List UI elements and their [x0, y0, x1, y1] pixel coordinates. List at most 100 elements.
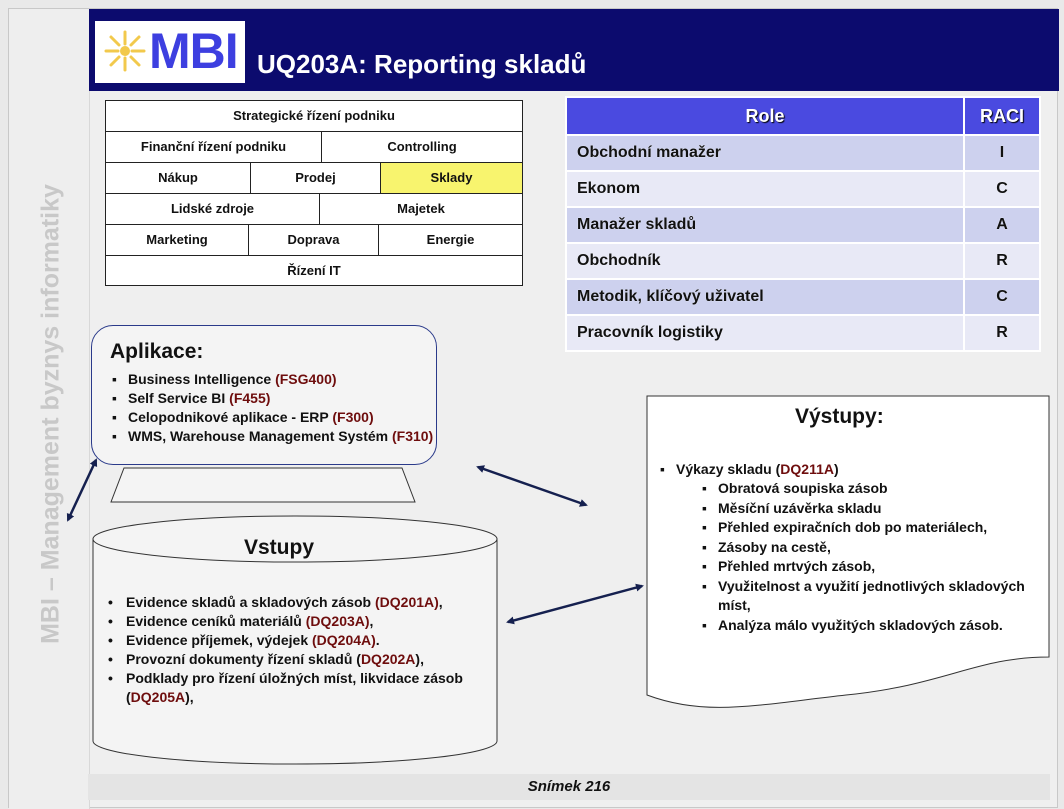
- grid-cell: Strategické řízení podniku: [233, 108, 395, 123]
- item-text: Evidence příjemek, výdejek: [126, 632, 312, 648]
- raci-header-role: Role: [565, 96, 965, 136]
- list-item: Evidence ceníků materiálů (DQ203A),: [104, 612, 494, 631]
- list-item: Měsíční uzávěrka skladu: [696, 499, 1048, 519]
- raci-role: Pracovník logistiky: [565, 314, 965, 352]
- grid-row: Řízení IT: [106, 256, 522, 287]
- raci-value: R: [963, 314, 1041, 352]
- logo-text: MBI: [149, 23, 239, 79]
- vstupy-title: Vstupy: [244, 536, 315, 559]
- raci-value: A: [963, 206, 1041, 244]
- sun-icon: [104, 30, 146, 72]
- process-grid: Strategické řízení podniku Finanční říze…: [105, 100, 523, 286]
- raci-value: C: [963, 278, 1041, 316]
- grid-cell: Majetek: [397, 201, 445, 216]
- grid-cell: Řízení IT: [287, 263, 341, 278]
- list-item: Zásoby na cestě,: [696, 538, 1048, 558]
- item-code: DQ211A: [780, 461, 834, 477]
- list-item: Business Intelligence (FSG400): [110, 370, 435, 389]
- grid-cell: Lidské zdroje: [106, 194, 320, 224]
- list-item: Obratová soupiska zásob: [696, 479, 1048, 499]
- list-item: Výkazy skladu (DQ211A) Obratová soupiska…: [658, 460, 1048, 635]
- list-item: Přehled expiračních dob po materiálech,: [696, 518, 1048, 538]
- raci-role: Obchodní manažer: [565, 134, 965, 172]
- item-code: (DQ204A): [312, 632, 376, 648]
- slide-footer: Snímek 216: [88, 774, 1050, 800]
- grid-cell: Finanční řízení podniku: [106, 132, 322, 162]
- aplikace-list: Business Intelligence (FSG400) Self Serv…: [110, 370, 435, 446]
- item-tail: ,: [438, 594, 443, 610]
- list-item: Analýza málo využitých skladových zásob.: [696, 616, 1048, 636]
- item-code: (F455): [229, 390, 271, 406]
- item-text: Výkazy skladu (: [676, 461, 781, 477]
- item-text: Celopodnikové aplikace - ERP: [128, 409, 333, 425]
- item-code: (F310): [391, 428, 434, 444]
- grid-cell: Marketing: [106, 225, 249, 255]
- mbi-logo: MBI: [95, 21, 245, 83]
- slide-title: UQ203A: Reporting skladů: [257, 49, 587, 79]
- item-text: Self Service BI: [128, 390, 230, 406]
- grid-row: Nákup Prodej Sklady: [106, 163, 522, 194]
- item-tail: ),: [415, 651, 424, 667]
- raci-role: Manažer skladů: [565, 206, 965, 244]
- item-tail: .: [375, 632, 380, 648]
- grid-cell: Energie: [426, 232, 475, 247]
- item-code: (FSG400): [275, 371, 337, 387]
- raci-role: Ekonom: [565, 170, 965, 208]
- item-code: (F300): [332, 409, 374, 425]
- grid-row: Lidské zdroje Majetek: [106, 194, 522, 225]
- item-text: WMS, Warehouse Management Systém: [128, 428, 392, 444]
- grid-row: Strategické řízení podniku: [106, 101, 522, 132]
- vystupy-sublist: Obratová soupiska zásob Měsíční uzávěrka…: [676, 479, 1048, 635]
- item-tail: ): [833, 461, 839, 477]
- grid-cell-highlighted: Sklady: [381, 163, 522, 193]
- item-text: Podklady pro řízení úložných míst, likvi…: [126, 670, 463, 705]
- grid-cell: Controlling: [387, 139, 457, 154]
- grid-cell: Nákup: [106, 163, 251, 193]
- aplikace-title: Aplikace:: [110, 340, 204, 363]
- raci-value: C: [963, 170, 1041, 208]
- side-band: MBI – Management byznys informatiky: [9, 9, 90, 809]
- list-item: Self Service BI (F455): [110, 389, 435, 408]
- list-item: Provozní dokumenty řízení skladů (DQ202A…: [104, 650, 494, 669]
- vstupy-list: Evidence skladů a skladových zásob (DQ20…: [104, 593, 494, 707]
- vystupy-title: Výstupy:: [795, 405, 884, 428]
- grid-cell: Doprava: [249, 225, 379, 255]
- item-text: Provozní dokumenty řízení skladů (: [126, 651, 361, 667]
- item-code: (DQ203A): [305, 613, 370, 629]
- list-item: Podklady pro řízení úložných míst, likvi…: [104, 669, 494, 707]
- monitor-stand: [110, 467, 416, 503]
- grid-row: Marketing Doprava Energie: [106, 225, 522, 256]
- header-bar: MBI UQ203A: Reporting skladů: [89, 9, 1059, 91]
- list-item: WMS, Warehouse Management Systém (F310): [110, 427, 435, 446]
- raci-header-raci: RACI: [963, 96, 1041, 136]
- aplikace-box: Aplikace: Business Intelligence (FSG400)…: [91, 325, 437, 465]
- raci-value: I: [963, 134, 1041, 172]
- item-text: Business Intelligence: [128, 371, 276, 387]
- item-text: Evidence skladů a skladových zásob: [126, 594, 375, 610]
- side-caption: MBI – Management byznys informatiky: [36, 184, 65, 644]
- list-item: Evidence příjemek, výdejek (DQ204A).: [104, 631, 494, 650]
- list-item: Evidence skladů a skladových zásob (DQ20…: [104, 593, 494, 612]
- list-item: Přehled mrtvých zásob,: [696, 557, 1048, 577]
- grid-cell: Prodej: [251, 163, 381, 193]
- item-code: (DQ201A): [375, 594, 439, 610]
- item-text: Evidence ceníků materiálů: [126, 613, 306, 629]
- grid-row: Finanční řízení podniku Controlling: [106, 132, 522, 163]
- raci-role: Obchodník: [565, 242, 965, 280]
- item-tail: ),: [185, 689, 194, 705]
- list-item: Celopodnikové aplikace - ERP (F300): [110, 408, 435, 427]
- vystupy-list: Výkazy skladu (DQ211A) Obratová soupiska…: [658, 460, 1048, 635]
- item-tail: ,: [369, 613, 374, 629]
- list-item: Využitelnost a využití jednotlivých skla…: [696, 577, 1048, 616]
- item-code: DQ202A: [360, 651, 416, 667]
- raci-value: R: [963, 242, 1041, 280]
- item-code: DQ205A: [130, 689, 186, 705]
- raci-role: Metodik, klíčový uživatel: [565, 278, 965, 316]
